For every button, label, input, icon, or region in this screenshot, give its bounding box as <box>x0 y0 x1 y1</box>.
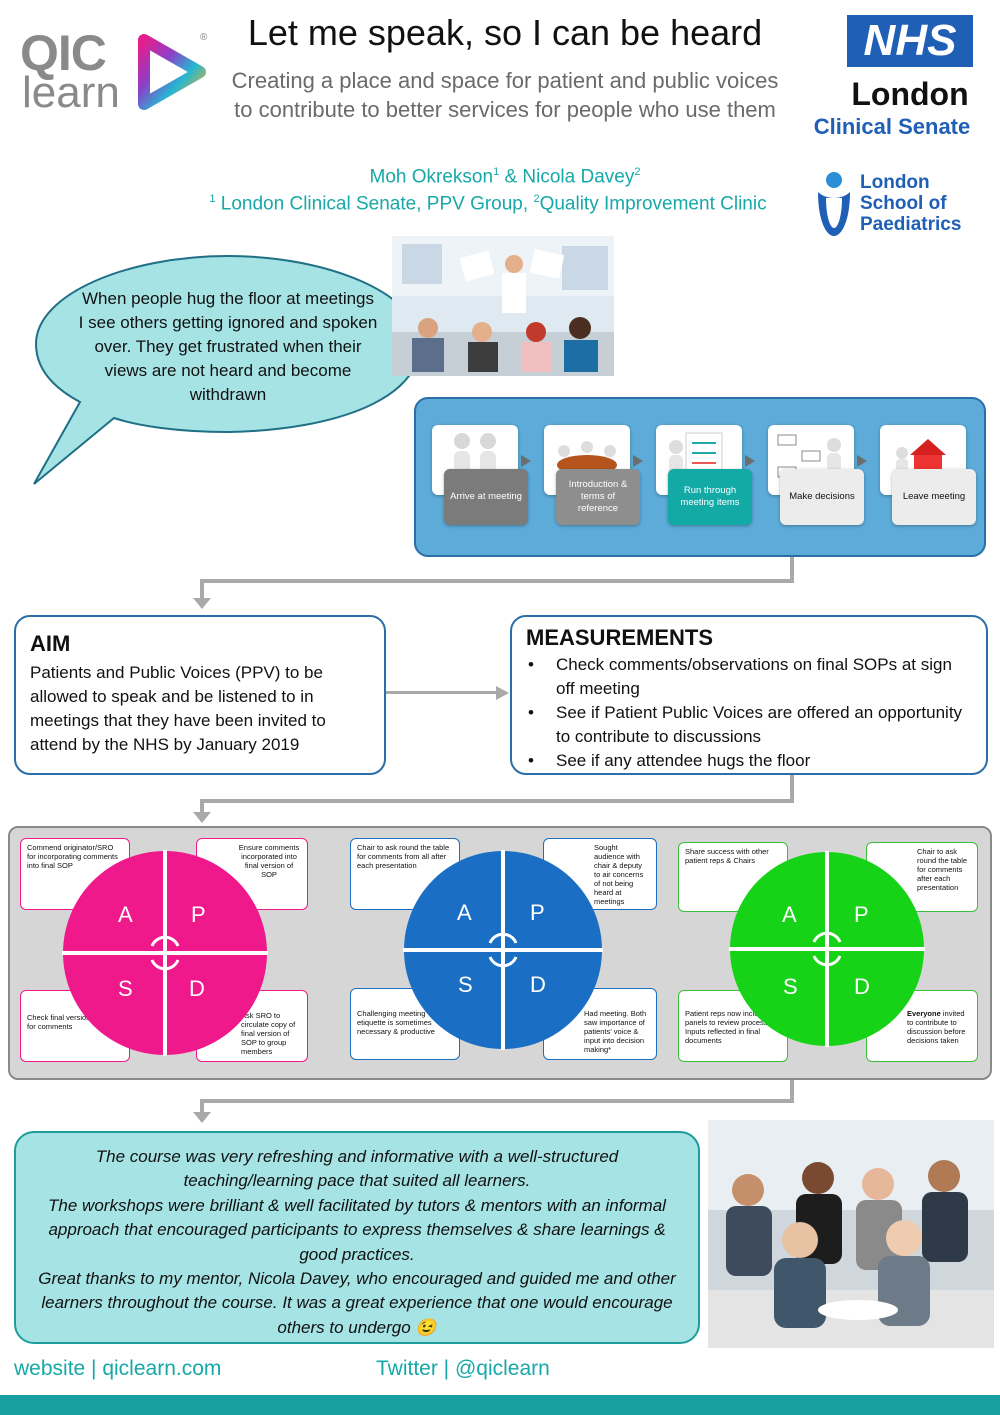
authors: Moh Okrekson1 & Nicola Davey2 <box>230 166 780 188</box>
process-step-3-label: Run through meeting items <box>668 469 752 525</box>
process-step-3: Run through meeting items <box>656 425 752 525</box>
connector-line <box>200 799 204 815</box>
process-arrow-icon <box>857 455 867 467</box>
pdsa-1-s-label: S <box>118 976 133 1001</box>
wink-emoji-icon: 😉 <box>415 1317 437 1337</box>
process-step-5-label: Leave meeting <box>892 469 976 525</box>
author-1: Moh Okrekson <box>369 166 494 188</box>
down-arrow-icon <box>193 1112 211 1123</box>
nhs-london-text: London <box>851 76 969 112</box>
connector-line <box>200 579 794 583</box>
down-arrow-icon <box>193 812 211 823</box>
testimonial-box: The course was very refreshing and infor… <box>14 1131 700 1344</box>
lsp-line-1: London <box>860 172 930 193</box>
author-2-sup: 2 <box>634 166 641 178</box>
measurements-list: Check comments/observations on final SOP… <box>526 653 972 773</box>
connector-line <box>200 799 794 803</box>
testimonial-line-3: Great thanks to my mentor, Nicola Davey,… <box>38 1269 676 1337</box>
aim-box: AIM Patients and Public Voices (PPV) to … <box>14 615 386 775</box>
down-arrow-icon <box>193 598 211 609</box>
footer-website-link[interactable]: website | qiclearn.com <box>14 1357 222 1380</box>
pdsa-cycle-1-circle <box>62 850 268 1056</box>
play-triangle-icon <box>138 34 206 110</box>
london-school-paediatrics-icon <box>818 172 850 236</box>
measurement-item: Check comments/observations on final SOP… <box>526 653 972 701</box>
author-amp: & <box>499 166 523 188</box>
pdsa-2-a-label: A <box>457 900 472 925</box>
speech-bubble-text: When people hug the floor at meetings I … <box>78 289 378 404</box>
learn-logo-word: learn <box>22 68 120 117</box>
testimonial-line-1: The course was very refreshing and infor… <box>95 1147 619 1191</box>
connector-line <box>790 557 794 581</box>
testimonial-line-3-wrap: Great thanks to my mentor, Nicola Davey,… <box>32 1267 682 1340</box>
frustrated-meeting-photo <box>392 236 614 376</box>
pdsa-1-p-label: P <box>191 902 206 927</box>
testimonial-line-2: The workshops were brilliant & well faci… <box>48 1195 666 1264</box>
process-arrow-icon <box>633 455 643 467</box>
lsp-line-2: School of <box>860 193 947 214</box>
affiliations: 1 London Clinical Senate, PPV Group, 2Qu… <box>168 193 808 215</box>
process-arrow-icon <box>521 455 531 467</box>
lsp-line-3: Paediatrics <box>860 214 962 235</box>
poster-title: Let me speak, so I can be heard <box>247 12 763 53</box>
pdsa-3-a-label: A <box>782 902 797 927</box>
affil-1: London Clinical Senate, PPV Group, <box>215 193 534 215</box>
london-school-paediatrics-text: London School of Paediatrics <box>860 172 961 235</box>
author-1-sup: 1 <box>493 166 500 178</box>
group-workshop-photo <box>708 1120 994 1348</box>
affil-2: Quality Improvement Clinic <box>539 193 767 215</box>
affil-1-sup: 1 <box>209 193 216 205</box>
connector-line <box>200 579 204 601</box>
connector-line <box>790 1080 794 1102</box>
meeting-process-flow: Arrive at meeting Introduction & terms o… <box>414 397 986 557</box>
measurements-box: MEASUREMENTS Check comments/observations… <box>510 615 988 775</box>
poster-subtitle: Creating a place and space for patient a… <box>231 68 779 122</box>
pdsa-cycle-2-circle <box>403 850 603 1050</box>
qic-learn-logo: QIC learn ® <box>20 25 215 117</box>
author-2: Nicola Davey <box>522 166 635 188</box>
connector-line <box>790 775 794 801</box>
process-step-2: Introduction & terms of reference <box>544 425 640 525</box>
pdsa-cycle-3-circle <box>729 851 925 1047</box>
pdsa-2-s-label: S <box>458 972 473 997</box>
aim-text: Patients and Public Voices (PPV) to be a… <box>30 663 326 754</box>
pdsa-3-p-label: P <box>854 902 869 927</box>
connector-line <box>200 1099 794 1103</box>
aim-heading: AIM <box>30 631 71 656</box>
process-step-4: Make decisions <box>768 425 864 525</box>
connector-line <box>200 1099 204 1115</box>
pdsa-3-do-text: invited to contribute to discussion befo… <box>907 1009 966 1045</box>
process-step-4-label: Make decisions <box>780 469 864 525</box>
process-step-5: Leave meeting <box>880 425 976 525</box>
connector-line <box>386 691 498 694</box>
right-arrow-icon <box>496 686 509 700</box>
pdsa-3-do-bold: Everyone <box>907 1009 941 1018</box>
process-arrow-icon <box>745 455 755 467</box>
registered-mark: ® <box>200 32 208 43</box>
pdsa-2-p-label: P <box>530 900 545 925</box>
pdsa-3-d-label: D <box>854 974 870 999</box>
pdsa-2-d-label: D <box>530 972 546 997</box>
pdsa-1-d-label: D <box>189 976 205 1001</box>
measurement-item: See if any attendee hugs the floor <box>526 749 972 773</box>
footer-bar <box>0 1395 1000 1415</box>
affil-2-sup: 2 <box>533 193 540 205</box>
nhs-clinical-senate-text: Clinical Senate <box>813 114 971 139</box>
footer-twitter-link[interactable]: Twitter | @qiclearn <box>376 1357 550 1380</box>
process-step-1: Arrive at meeting <box>432 425 528 525</box>
pdsa-1-a-label: A <box>118 902 133 927</box>
process-step-2-label: Introduction & terms of reference <box>556 469 640 525</box>
measurement-item: See if Patient Public Voices are offered… <box>526 701 972 749</box>
measurements-heading: MEASUREMENTS <box>526 625 714 650</box>
qic-logo-word: QIC <box>20 25 107 81</box>
nhs-logo: NHS <box>847 15 973 67</box>
pdsa-3-s-label: S <box>783 974 798 999</box>
process-step-1-label: Arrive at meeting <box>444 469 528 525</box>
